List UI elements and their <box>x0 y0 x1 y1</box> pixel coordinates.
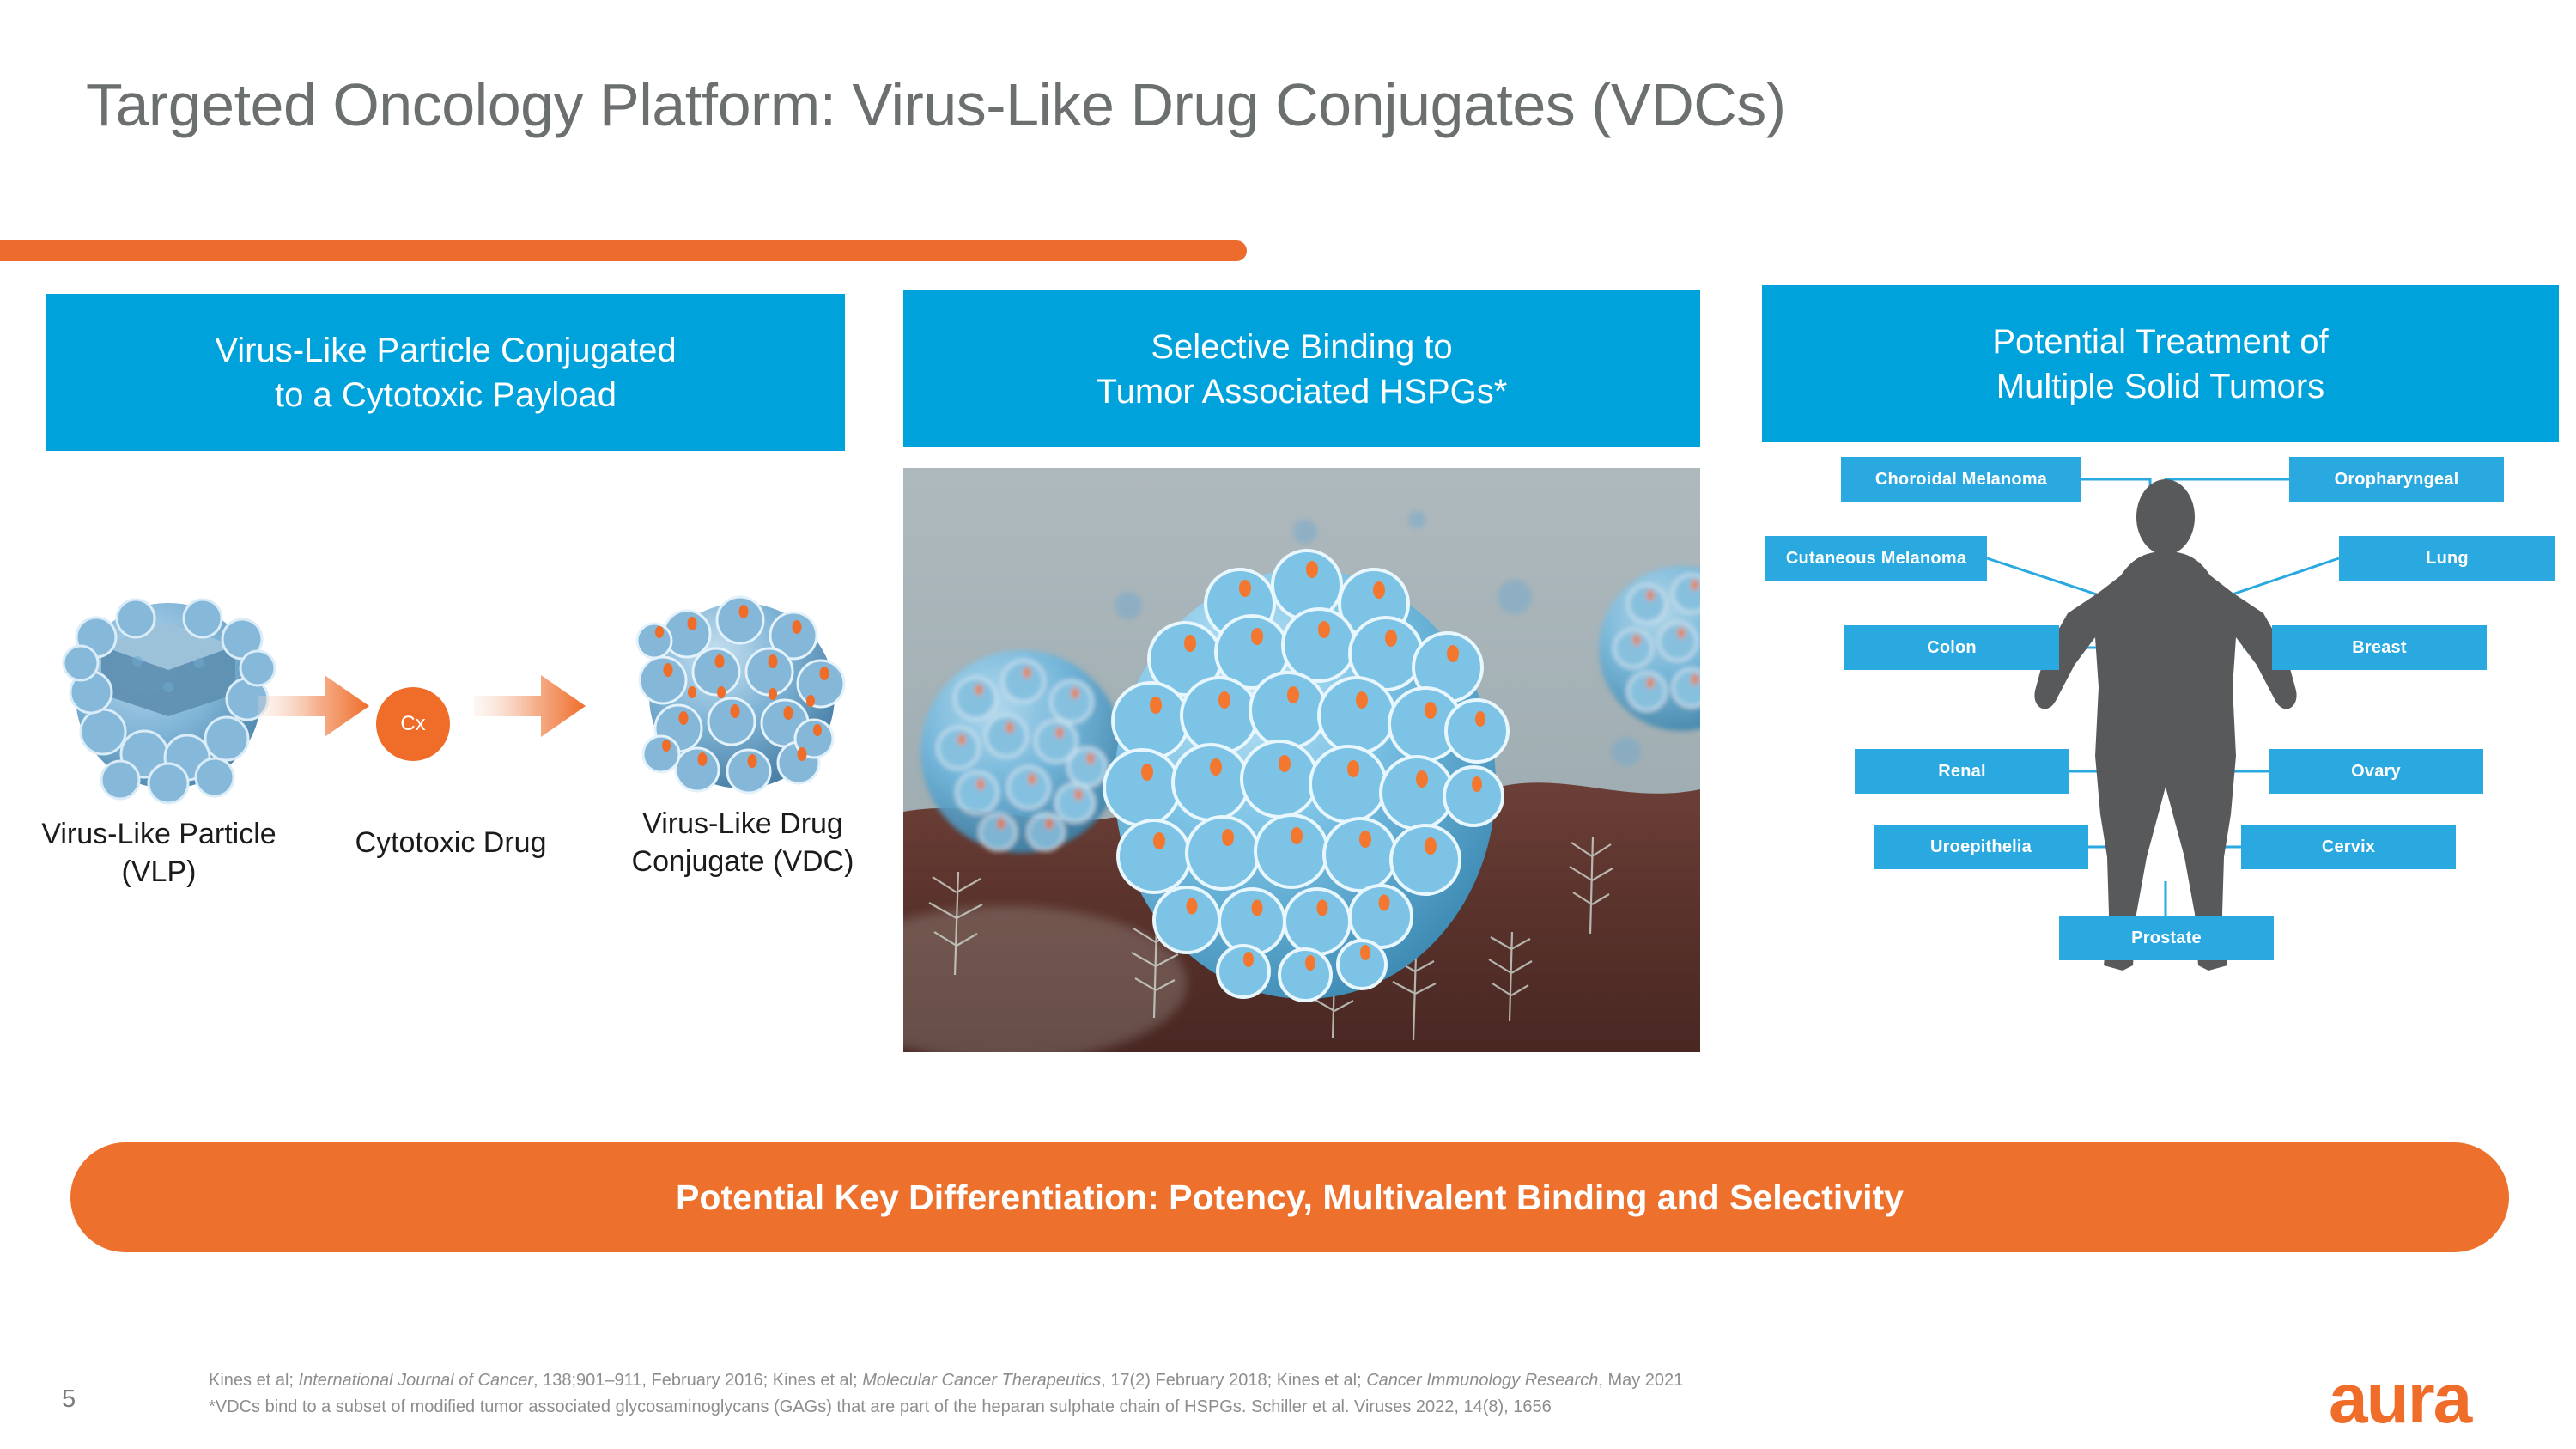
tumor-label-text: Prostate <box>2131 928 2202 947</box>
foreground-payload-dots <box>1141 561 1485 971</box>
tumor-label[interactable]: Prostate <box>2059 916 2274 960</box>
background-virion-right <box>1599 566 1700 731</box>
tumor-label[interactable]: Renal <box>1855 749 2069 794</box>
vdc-caption-line2: Conjugate (VDC) <box>631 844 854 878</box>
column-header-binding: Selective Binding to Tumor Associated HS… <box>903 290 1700 447</box>
footnote-references: Kines et al; International Journal of Ca… <box>209 1371 1684 1390</box>
footnote-hspg-definition: *VDCs bind to a subset of modified tumor… <box>209 1397 1552 1416</box>
tumor-label-text: Ovary <box>2351 761 2401 781</box>
tumor-label-text: Oropharyngeal <box>2334 469 2459 489</box>
arrow-right-1 <box>258 675 369 737</box>
tumor-label-text: Choroidal Melanoma <box>1874 469 2048 489</box>
tumor-label[interactable]: Lung <box>2339 536 2555 581</box>
tumor-label-text: Cutaneous Melanoma <box>1785 548 1967 568</box>
title-accent-bar <box>0 240 1247 261</box>
key-differentiation-banner-text: Potential Key Differentiation: Potency, … <box>676 1177 1904 1217</box>
tumor-label-text: Renal <box>1938 761 1986 781</box>
tumor-label-text: Colon <box>1927 637 1977 657</box>
vlp-caption-line2: (VLP) <box>121 855 197 888</box>
tumor-label[interactable]: Choroidal Melanoma <box>1841 457 2081 502</box>
tumor-label[interactable]: Ovary <box>2269 749 2483 794</box>
tumor-label[interactable]: Breast <box>2272 625 2487 670</box>
payload-dots <box>655 605 829 768</box>
vlp-caption-line1: Virus-Like Particle <box>41 818 276 850</box>
vdc-caption: Virus-Like Drug Conjugate (VDC) <box>601 806 884 880</box>
column-header-binding-line1: Selective Binding to <box>1151 327 1453 366</box>
tumor-label[interactable]: Cutaneous Melanoma <box>1765 536 1987 581</box>
column-header-vlp-line1: Virus-Like Particle Conjugated <box>215 331 677 369</box>
aura-logo: aura <box>2329 1360 2472 1438</box>
human-silhouette <box>2034 479 2297 971</box>
tumor-label-text: Breast <box>2352 637 2407 657</box>
cytotoxic-drug-badge: Cx <box>376 687 450 761</box>
virus-binding-render <box>903 468 1700 1052</box>
page-title: Targeted Oncology Platform: Virus-Like D… <box>86 71 1786 138</box>
foreground-virion <box>1103 549 1510 1002</box>
column-header-tumors-line2: Multiple Solid Tumors <box>1996 367 2325 405</box>
vlp-illustration <box>62 598 276 805</box>
tumor-label[interactable]: Uroepithelia <box>1874 825 2088 869</box>
tumor-label-text: Uroepithelia <box>1930 837 2032 856</box>
tumor-label[interactable]: Cervix <box>2241 825 2456 869</box>
column-header-vlp-line2: to a Cytotoxic Payload <box>274 375 617 414</box>
vdc-illustration <box>635 595 846 795</box>
background-virion-left <box>920 650 1123 853</box>
tumor-label[interactable]: Colon <box>1844 625 2059 670</box>
page-number: 5 <box>62 1385 76 1413</box>
solid-tumor-body-map: Choroidal Melanoma Oropharyngeal Cutaneo… <box>1762 454 2559 1003</box>
vlp-caption: Virus-Like Particle (VLP) <box>9 816 309 891</box>
column-header-vlp: Virus-Like Particle Conjugated to a Cyto… <box>46 294 845 451</box>
tumor-label-text: Cervix <box>2321 837 2376 856</box>
vdc-caption-line1: Virus-Like Drug <box>642 807 843 840</box>
column-header-tumors-line1: Potential Treatment of <box>1992 322 2329 361</box>
cytotoxic-drug-badge-label: Cx <box>400 712 426 735</box>
column-header-tumors: Potential Treatment of Multiple Solid Tu… <box>1762 285 2559 442</box>
conjugation-diagram <box>62 595 846 805</box>
tumor-label-text: Lung <box>2426 548 2469 568</box>
column-header-binding-line2: Tumor Associated HSPGs* <box>1096 372 1508 411</box>
tumor-label[interactable]: Oropharyngeal <box>2289 457 2504 502</box>
arrow-right-2 <box>474 675 586 737</box>
key-differentiation-banner: Potential Key Differentiation: Potency, … <box>70 1142 2509 1252</box>
cytotoxic-drug-caption: Cytotoxic Drug <box>355 826 547 859</box>
